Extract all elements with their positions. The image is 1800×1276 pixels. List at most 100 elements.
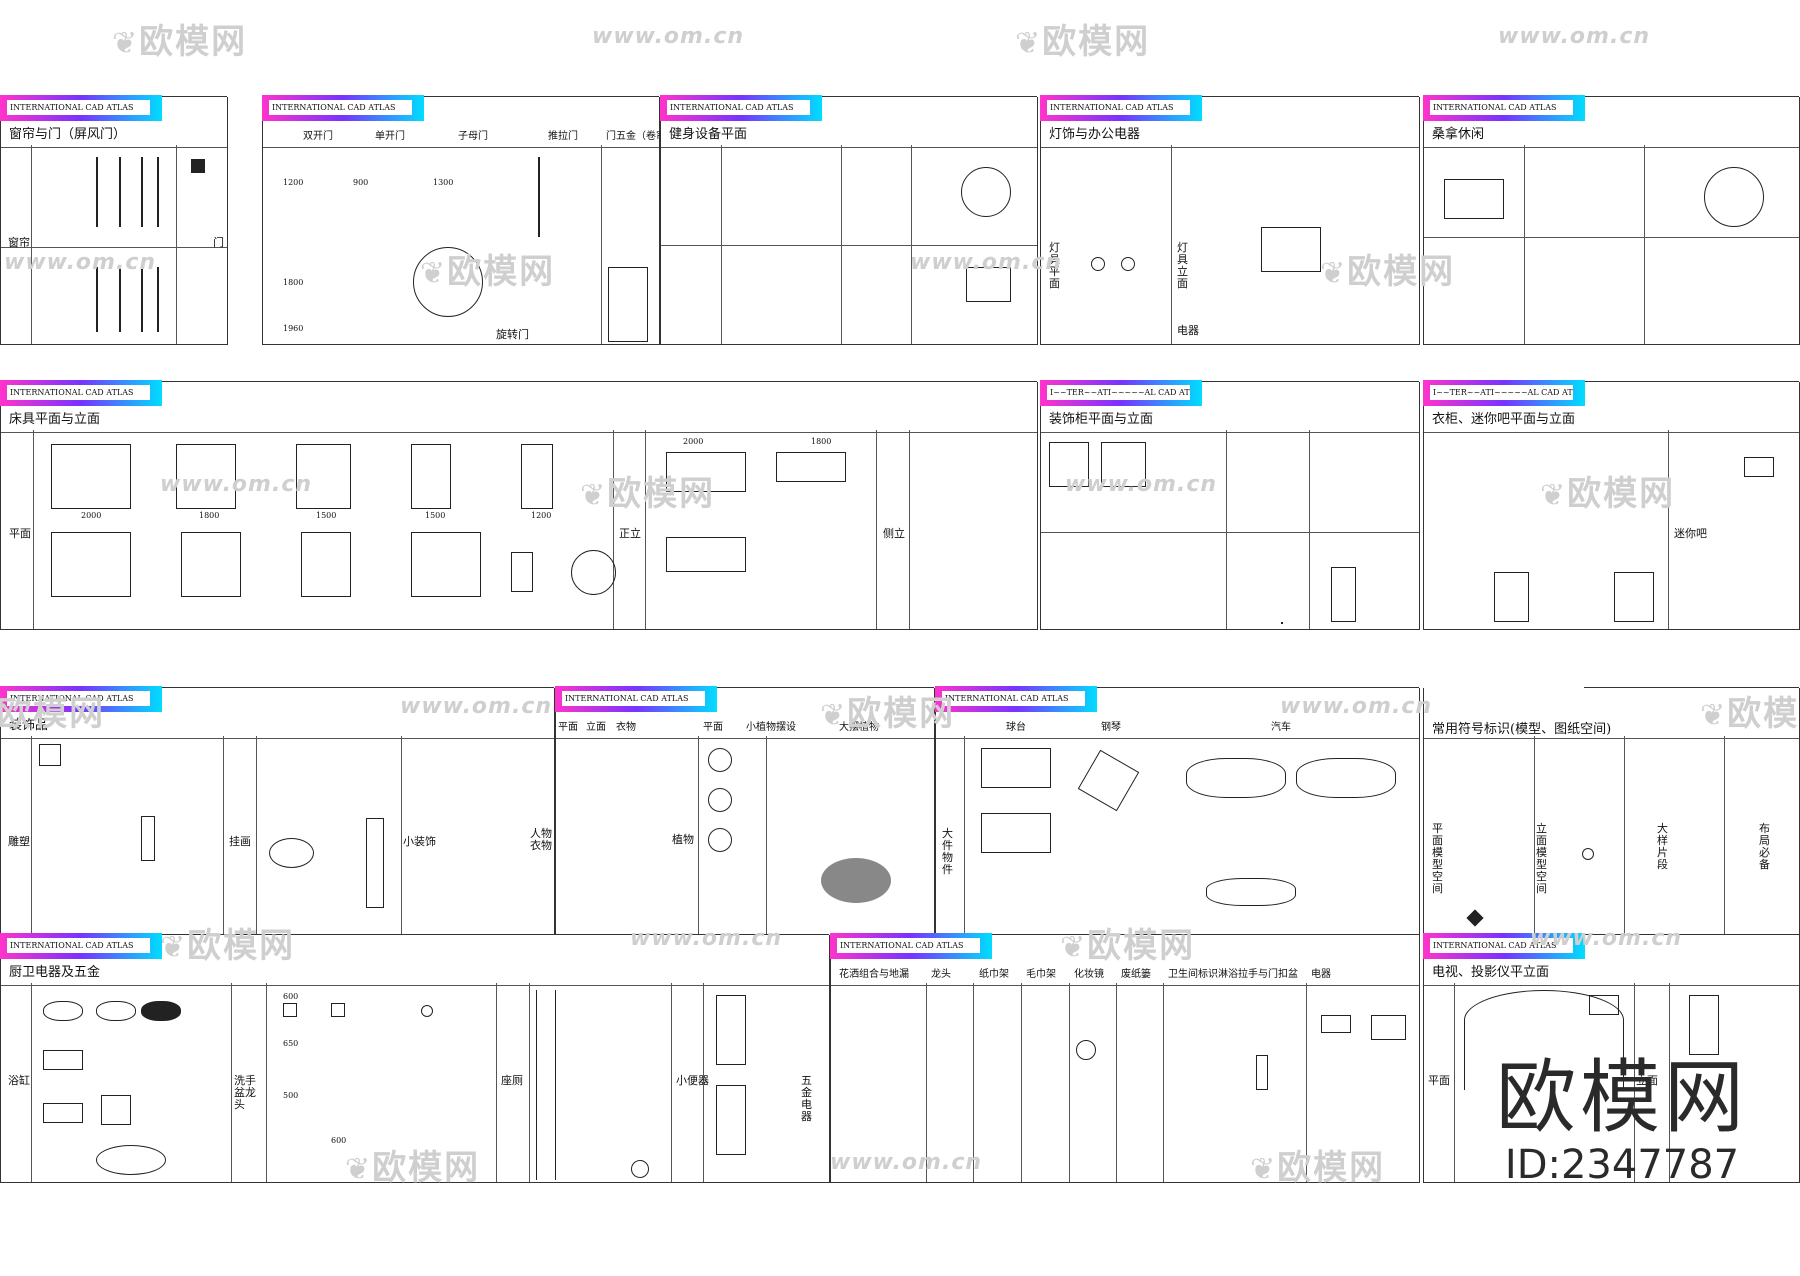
- row-label-plan: 平面: [1428, 1074, 1450, 1087]
- divider: [1534, 736, 1535, 935]
- divider: [496, 983, 497, 1182]
- row-label-people: 人物衣物: [530, 827, 552, 852]
- bathtub-drawing: [43, 1103, 83, 1123]
- divider: [661, 147, 1037, 148]
- dim-label: 1300: [433, 178, 454, 187]
- col-head: 双开门: [303, 131, 333, 142]
- divider: [31, 983, 32, 1182]
- sheet-top-rule: [423, 96, 659, 97]
- screen-drawing: [366, 818, 384, 908]
- sheet-header-label: INTERNATIONAL CAD ATLAS: [269, 100, 412, 115]
- row-label-bathtub: 浴缸: [8, 1074, 30, 1087]
- sheet-header: INTERNATIONAL CAD ATLAS: [555, 686, 717, 712]
- col-head: 电器: [1311, 969, 1331, 980]
- sheet-header-label: INTERNATIONAL CAD ATLAS: [7, 938, 150, 953]
- divider: [1041, 147, 1419, 148]
- sheet-header-label: INTERNATIONAL CAD ATLAS: [1430, 100, 1573, 115]
- col-head: 纸巾架: [979, 969, 1009, 980]
- sheet-header: INTERNATIONAL CAD ATLAS: [262, 95, 424, 121]
- sheet-title: 常用符号标识(模型、图纸空间): [1432, 722, 1612, 737]
- row-label-elevation: 立面: [1636, 1074, 1658, 1087]
- sliding-door-drawing: [538, 157, 540, 237]
- sheet-header-label: I~~TER~~ATI~~~~~AL CAD ATLAS: [1430, 385, 1573, 400]
- curtain-drawing: [141, 267, 159, 332]
- sheet-header: INTERNATIONAL CAD ATLAS: [1423, 95, 1585, 121]
- col-head: 钢琴: [1101, 722, 1121, 733]
- lamp-symbol: [1121, 257, 1135, 271]
- curtain-drawing: [96, 157, 121, 227]
- col-head: 毛巾架: [1026, 969, 1056, 980]
- col-head: 卫生间标识淋浴拉手与门扣盆: [1168, 969, 1298, 980]
- sheet-top-rule: [1201, 96, 1419, 97]
- ornament-drawing: [39, 744, 61, 766]
- sheet-top-rule: [161, 687, 554, 688]
- sheet-header-label: INTERNATIONAL CAD ATLAS: [1430, 938, 1573, 953]
- fitness-equipment-drawing: [966, 267, 1011, 302]
- curtain-drawing: [141, 157, 159, 227]
- divider: [1, 147, 227, 148]
- divider: [1, 738, 554, 739]
- cabinet-drawing: [1101, 442, 1146, 487]
- row-label-lamp-elev: 灯具立面: [1177, 241, 1188, 290]
- divider: [1, 247, 227, 248]
- brand-stamp: 欧模网 ID:2347787: [1496, 1054, 1748, 1189]
- row-label-toilet: 座厕: [501, 1074, 523, 1087]
- col-head: 衣物: [616, 722, 636, 733]
- dim-label: 1200: [531, 511, 552, 520]
- row-label-layout: 布局必备: [1759, 822, 1770, 871]
- sheet-header-label: INTERNATIONAL CAD ATLAS: [837, 938, 980, 953]
- painting-drawing: [269, 838, 314, 868]
- col-head: 汽车: [1271, 722, 1291, 733]
- sheet-header-label: INTERNATIONAL CAD ATLAS: [562, 691, 705, 706]
- dim-label: 2000: [81, 511, 102, 520]
- sheet-title: 灯饰与办公电器: [1049, 127, 1141, 142]
- col-head: 龙头: [931, 969, 951, 980]
- bed-plan-drawing: [181, 532, 241, 597]
- divider: [911, 145, 912, 344]
- appliance-drawing: [1321, 1015, 1351, 1033]
- row-label-appliance: 电器: [1177, 324, 1199, 337]
- bathtub-drawing: [96, 1001, 136, 1021]
- projection-fan-drawing: [1464, 990, 1624, 1090]
- sheet-header-label: INTERNATIONAL CAD ATLAS: [7, 691, 150, 706]
- sheet-top-rule: [1096, 687, 1419, 688]
- tap-drawing: [421, 1005, 433, 1017]
- divider: [401, 736, 402, 935]
- tv-elevation-drawing: [1689, 995, 1719, 1055]
- row-label-plants: 植物: [672, 833, 694, 846]
- sheet-header: INTERNATIONAL CAD ATLAS: [0, 686, 162, 712]
- sheet-header: INTERNATIONAL CAD ATLAS: [0, 933, 162, 959]
- sheet-header: I~~TER~~ATI~~~~~AL CAD ATLAS: [1423, 380, 1585, 406]
- car-drawing: [1206, 878, 1296, 906]
- dim-label: 600: [331, 1136, 347, 1145]
- sheet-header: I~~TER~~ATI~~~~~AL CAD ATLAS: [1040, 380, 1202, 406]
- mirror-drawing: [1076, 1040, 1096, 1060]
- divider: [256, 736, 257, 935]
- dim-label: 900: [353, 178, 369, 187]
- sheet-ornaments: INTERNATIONAL CAD ATLAS 装饰品 雕塑 挂画 小装饰: [0, 686, 555, 936]
- dim-label: 1500: [316, 511, 337, 520]
- dim-label: 600: [283, 992, 299, 1001]
- watermark-logo: 欧模网: [112, 14, 247, 63]
- divider: [1041, 432, 1419, 433]
- divider: [33, 430, 34, 629]
- cabinet-drawing: [1281, 622, 1283, 624]
- shelf-drawing: [1331, 567, 1356, 622]
- sheet-header: INTERNATIONAL CAD ATLAS: [1423, 933, 1585, 959]
- wardrobe-drawing: [1614, 572, 1654, 622]
- index-symbol-icon: [1582, 848, 1594, 860]
- divider: [1424, 738, 1799, 739]
- divider: [1424, 985, 1799, 986]
- bed-elevation-drawing: [776, 452, 846, 482]
- divider: [661, 245, 1037, 246]
- sheet-header-label: INTERNATIONAL CAD ATLAS: [667, 100, 810, 115]
- sheet-header: INTERNATIONAL CAD ATLAS: [0, 95, 162, 121]
- chandelier-drawing: [1261, 227, 1321, 272]
- divider: [909, 430, 910, 629]
- divider: [31, 145, 32, 344]
- row-label-plan-model: 平面模型空间: [1432, 822, 1443, 895]
- divider: [529, 983, 530, 1182]
- roller-door-drawing: [608, 267, 648, 342]
- divider: [1069, 983, 1070, 1182]
- sheet-sauna: INTERNATIONAL CAD ATLAS 桑拿休闲: [1423, 95, 1800, 345]
